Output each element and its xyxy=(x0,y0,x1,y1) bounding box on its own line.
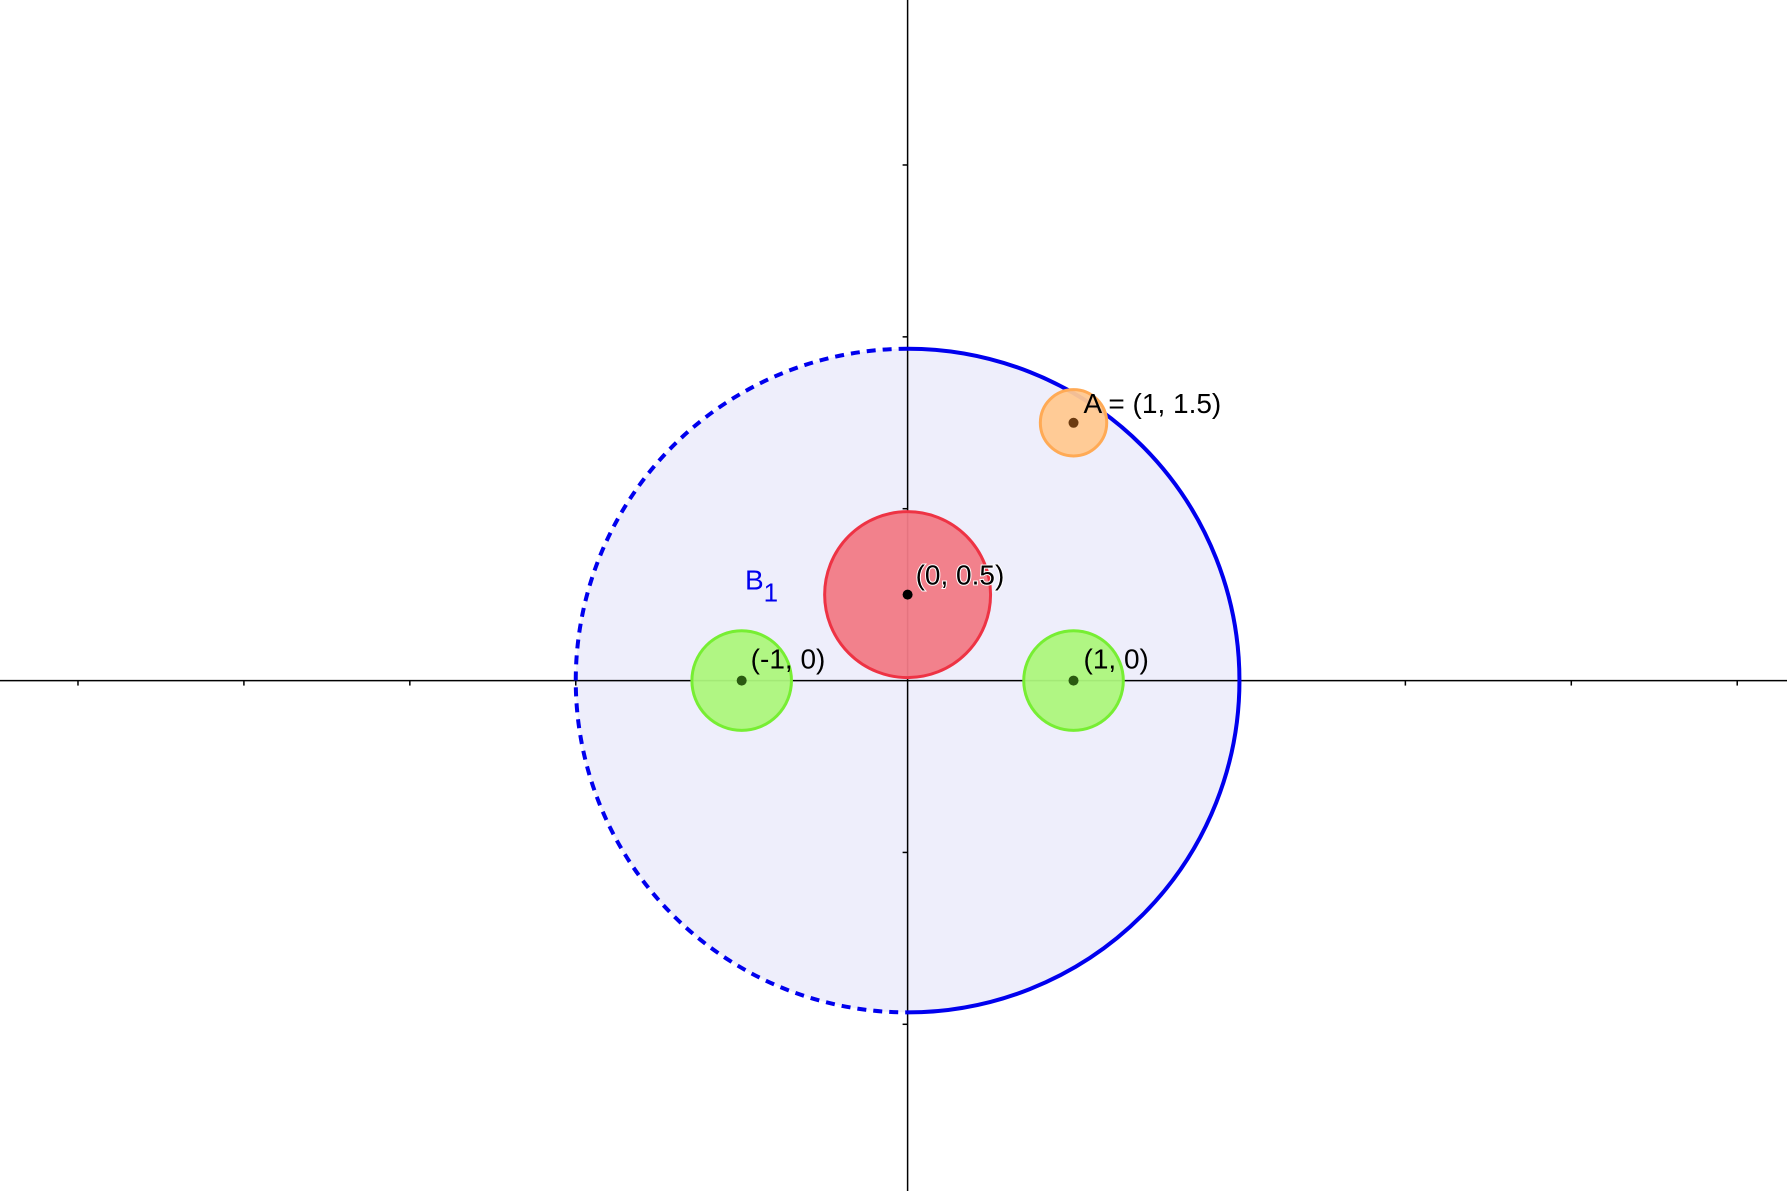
right-boundary-point-dot[interactable] xyxy=(1068,675,1079,686)
set-b1-solid-boundary xyxy=(907,346,1242,1015)
set-b1-label: B1 xyxy=(745,564,778,607)
point-a-label: A = (1, 1.5) xyxy=(1084,388,1222,419)
center-point-dot[interactable] xyxy=(902,589,913,600)
left-boundary-point-label: (-1, 0) xyxy=(751,644,826,675)
set-b1-label-subscript: 1 xyxy=(764,577,778,607)
right-boundary-point-label: (1, 0) xyxy=(1084,644,1149,675)
left-boundary-point-dot[interactable] xyxy=(736,675,747,686)
set-b1-label-name: B xyxy=(745,564,764,595)
set-b1-dashed-boundary xyxy=(573,346,908,1015)
center-point-label: (0, 0.5) xyxy=(916,560,1005,591)
point-a-dot[interactable] xyxy=(1068,417,1079,428)
